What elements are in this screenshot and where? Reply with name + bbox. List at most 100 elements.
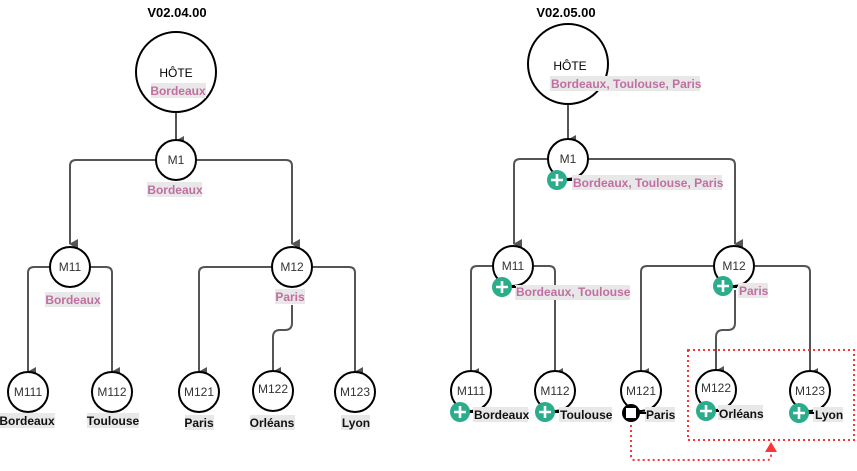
node-m1[interactable]: M1 Bordeaux, Toulouse, Paris (547, 138, 724, 190)
node-location: Paris (184, 416, 214, 430)
node-m123[interactable]: M123 Lyon (789, 370, 843, 423)
node-m12[interactable]: M12 Paris (271, 246, 313, 304)
node-location: Toulouse (87, 414, 140, 428)
arrow-up-icon (765, 442, 777, 452)
edge-m1-m12 (196, 159, 300, 249)
node-id: M122 (258, 382, 288, 396)
node-id: M11 (502, 259, 525, 273)
location-bg (0, 413, 55, 428)
edge-m11-m112 (534, 265, 563, 378)
node-m122[interactable]: M122 Orléans (695, 369, 764, 421)
edge-m11-m111 (470, 265, 493, 378)
dotted-connector (630, 425, 772, 461)
host-location: Bordeaux, Toulouse, Paris (551, 77, 702, 91)
node-id: M111 (457, 384, 486, 398)
edge-m12-m121 (198, 266, 272, 377)
node-m112[interactable]: M112 Toulouse (87, 371, 140, 428)
add-icon[interactable] (535, 402, 559, 422)
edges (27, 112, 363, 377)
location-bg (147, 182, 202, 197)
location-bg (813, 407, 843, 422)
location-bg (250, 415, 295, 430)
add-icon[interactable] (450, 402, 473, 422)
edge-m12-m123 (312, 266, 363, 377)
edge-m11-m112 (90, 266, 120, 377)
location-bg (718, 405, 763, 420)
node-location: Bordeaux (147, 183, 203, 197)
location-bg (341, 415, 370, 430)
node-id: M112 (97, 385, 126, 399)
location-bg (515, 285, 630, 300)
node-location: Paris (739, 284, 769, 298)
add-icon[interactable] (713, 276, 737, 296)
diagram-v02-05-00: V02.05.00 HÔTE Bordeaux, Toulouse, Paris… (450, 5, 855, 461)
node-m123[interactable]: M123 Lyon (334, 371, 376, 430)
location-bg (275, 289, 305, 304)
node-m11[interactable]: M11 Bordeaux, Toulouse (492, 245, 631, 300)
add-icon[interactable] (492, 277, 516, 297)
location-bg (185, 415, 214, 430)
node-id: M121 (184, 385, 214, 399)
node-location: Lyon (342, 416, 370, 430)
host-label: HÔTE (553, 58, 586, 73)
stop-icon[interactable] (622, 404, 646, 422)
node-id: M112 (540, 384, 569, 398)
node-id: M11 (59, 260, 82, 274)
node-location: Bordeaux, Toulouse (516, 285, 631, 299)
host-node[interactable]: HÔTE Bordeaux (135, 31, 217, 113)
add-icon[interactable] (547, 170, 572, 190)
edges (470, 104, 818, 378)
node-id: M121 (626, 384, 656, 398)
edge-m12-m122 (715, 290, 736, 376)
node-m111[interactable]: M111 Bordeaux (0, 371, 55, 428)
node-m111[interactable]: M111 Bordeaux (450, 370, 530, 422)
location-bg (473, 407, 528, 422)
node-location: Orléans (719, 407, 764, 421)
location-bg (45, 292, 100, 307)
add-icon[interactable] (789, 403, 814, 423)
location-bg (572, 175, 722, 190)
node-location: Bordeaux, Toulouse, Paris (573, 176, 724, 190)
node-m12[interactable]: M12 Paris (713, 245, 769, 298)
highlight-box (687, 349, 855, 441)
host-label: HÔTE (159, 65, 192, 80)
node-id: M12 (280, 260, 304, 274)
node-id: M1 (168, 153, 185, 167)
location-bg (559, 407, 612, 422)
location-bg (738, 283, 768, 298)
edge-m1-m11 (69, 159, 155, 249)
location-bg (151, 83, 206, 98)
diagram-title: V02.04.00 (147, 5, 206, 20)
node-location: Bordeaux (0, 414, 55, 428)
node-id: M111 (14, 385, 43, 399)
add-icon[interactable] (696, 401, 719, 421)
location-bg (87, 413, 139, 428)
node-location: Bordeaux (45, 293, 101, 307)
edge-m12-m123 (755, 265, 818, 378)
node-m112[interactable]: M112 Toulouse (534, 370, 613, 422)
node-m121[interactable]: M121 Paris (178, 371, 220, 430)
node-id: M12 (722, 259, 746, 273)
node-location: Lyon (815, 408, 843, 422)
node-location: Toulouse (560, 408, 613, 422)
node-location: Paris (275, 290, 305, 304)
diagram-v02-04-00: V02.04.00 HÔTE Bordeaux M1 Bordeaux (0, 5, 376, 430)
edge-m12-m122 (272, 305, 293, 377)
node-id: M123 (795, 384, 825, 398)
host-node[interactable]: HÔTE Bordeaux, Toulouse, Paris (527, 23, 702, 105)
host-location: Bordeaux (150, 84, 206, 98)
node-id: M1 (560, 152, 577, 166)
diagram-title: V02.05.00 (536, 5, 595, 20)
location-bg (645, 407, 675, 422)
edge-m1-m12 (589, 158, 743, 249)
node-m1[interactable]: M1 Bordeaux (147, 139, 203, 197)
node-m121[interactable]: M121 Paris (620, 370, 676, 422)
node-location: Paris (646, 408, 676, 422)
location-bg (550, 76, 700, 91)
node-id: M123 (340, 385, 370, 399)
node-m122[interactable]: M122 Orléans (250, 370, 295, 430)
edge-m12-m121 (640, 265, 714, 378)
node-m11[interactable]: M11 Bordeaux (45, 246, 101, 307)
node-location: Orléans (250, 416, 295, 430)
